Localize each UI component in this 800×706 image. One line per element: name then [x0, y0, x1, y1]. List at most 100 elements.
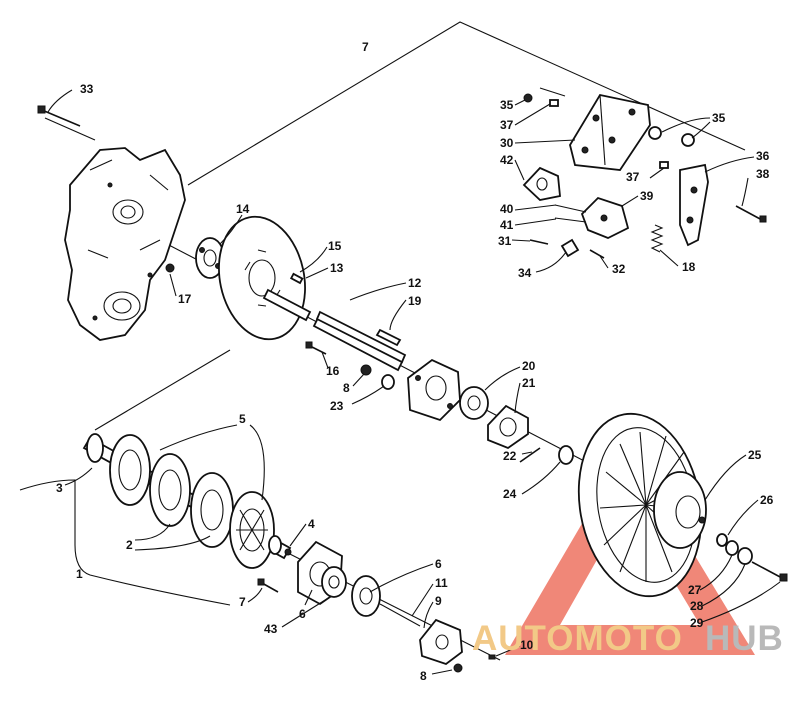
callout-7-top: 7 — [362, 40, 369, 54]
shaft-key-13 — [289, 272, 304, 285]
spacer-37-upper — [549, 99, 559, 107]
bolt-35-upper — [523, 87, 566, 103]
bolt-22 — [519, 447, 541, 463]
callout-7-lower: 7 — [239, 595, 246, 609]
callout-37-upper: 37 — [500, 118, 514, 132]
pin-31 — [529, 239, 549, 245]
drive-sprocket-1 — [109, 434, 151, 506]
pin-32 — [589, 249, 605, 259]
callout-32: 32 — [612, 262, 626, 276]
callout-1: 1 — [76, 567, 83, 581]
callout-26: 26 — [760, 493, 774, 507]
callout-3: 3 — [56, 481, 63, 495]
spacer-37-lower — [659, 161, 669, 169]
chain-case-housing — [64, 147, 186, 341]
pin-10 — [488, 654, 496, 660]
pin-40 — [554, 204, 587, 213]
callout-41: 41 — [500, 218, 514, 232]
callout-40: 40 — [500, 202, 514, 216]
watermark-auto-text: AUTOMOTO — [472, 619, 683, 658]
drive-sprocket-2 — [149, 453, 191, 527]
callout-20: 20 — [522, 359, 536, 373]
callout-36: 36 — [756, 149, 770, 163]
nuts-35-right — [648, 126, 695, 147]
nut-8-lower — [453, 663, 463, 673]
bolt-38 — [735, 205, 767, 223]
callout-8-lower: 8 — [420, 669, 427, 683]
callout-11: 11 — [435, 576, 448, 590]
bracket-30 — [569, 93, 651, 171]
callout-15: 15 — [328, 239, 342, 253]
callout-25: 25 — [748, 448, 762, 462]
bracket-36 — [679, 163, 709, 247]
callout-23: 23 — [330, 399, 344, 413]
callout-28: 28 — [690, 599, 704, 613]
callout-38: 38 — [756, 167, 770, 181]
callout-37-lower: 37 — [626, 170, 640, 184]
callout-10: 10 — [520, 638, 534, 652]
watermark-hub-text: HUB — [705, 619, 784, 658]
callout-6-right: 6 — [435, 557, 442, 571]
callout-35-left: 35 — [500, 98, 514, 112]
bolt-29 — [751, 561, 788, 582]
callout-39: 39 — [640, 189, 654, 203]
callout-labels: 33 7 14 15 13 17 12 19 16 8 23 20 21 22 … — [56, 40, 774, 683]
rod-11 — [379, 603, 421, 627]
callout-22: 22 — [503, 449, 517, 463]
flange-21 — [487, 404, 529, 450]
callout-12: 12 — [408, 276, 422, 290]
driven-pulley-25 — [577, 412, 707, 598]
callout-13: 13 — [330, 261, 344, 275]
washer-27 — [725, 540, 739, 556]
callout-19: 19 — [408, 294, 422, 308]
callout-30: 30 — [500, 136, 514, 150]
callout-14: 14 — [236, 202, 250, 216]
nut-17 — [165, 263, 175, 273]
callout-8-upper: 8 — [343, 381, 350, 395]
callout-18: 18 — [682, 260, 696, 274]
washer-23 — [381, 374, 395, 390]
callout-35-right: 35 — [712, 111, 726, 125]
bearing-20 — [459, 386, 489, 420]
leader-lines — [19, 89, 781, 675]
linkage-42 — [522, 166, 561, 201]
callout-17: 17 — [178, 292, 192, 306]
drive-shaft-assembly — [82, 433, 292, 569]
jackshaft-end — [262, 288, 312, 322]
washer-28 — [737, 547, 753, 565]
watermark-logo-triangle — [505, 445, 755, 655]
nut-8-upper — [360, 364, 372, 376]
drive-sprocket-3 — [190, 472, 234, 548]
bolt-33 — [37, 105, 81, 127]
jackshaft-12 — [312, 310, 407, 372]
callout-4: 4 — [308, 517, 315, 531]
watermark-text: AUTOMOTO HUB — [472, 619, 784, 658]
callout-31: 31 — [498, 234, 512, 248]
bearing-housing-plate — [407, 358, 461, 422]
callout-34: 34 — [518, 266, 532, 280]
bearing-43 — [321, 566, 347, 598]
callout-2: 2 — [126, 538, 133, 552]
bolt-7 — [257, 578, 279, 593]
flange-6-lower — [351, 575, 381, 617]
callout-9: 9 — [435, 594, 442, 608]
washer-24 — [558, 445, 574, 465]
callout-5: 5 — [239, 412, 246, 426]
callout-16: 16 — [326, 364, 340, 378]
caliper-39 — [580, 196, 630, 239]
callout-43: 43 — [264, 622, 278, 636]
spring-18 — [650, 224, 664, 253]
spacer-4 — [284, 548, 292, 556]
washer-26 — [716, 533, 728, 547]
drive-sprocket-4 — [229, 491, 275, 569]
cover-9 — [419, 618, 463, 666]
callout-21: 21 — [522, 376, 536, 390]
callout-33: 33 — [80, 82, 94, 96]
callout-42: 42 — [500, 153, 514, 167]
pin-41 — [554, 217, 587, 223]
bolt-16 — [305, 341, 327, 355]
callout-6-left: 6 — [299, 607, 306, 621]
callout-29: 29 — [690, 616, 704, 630]
